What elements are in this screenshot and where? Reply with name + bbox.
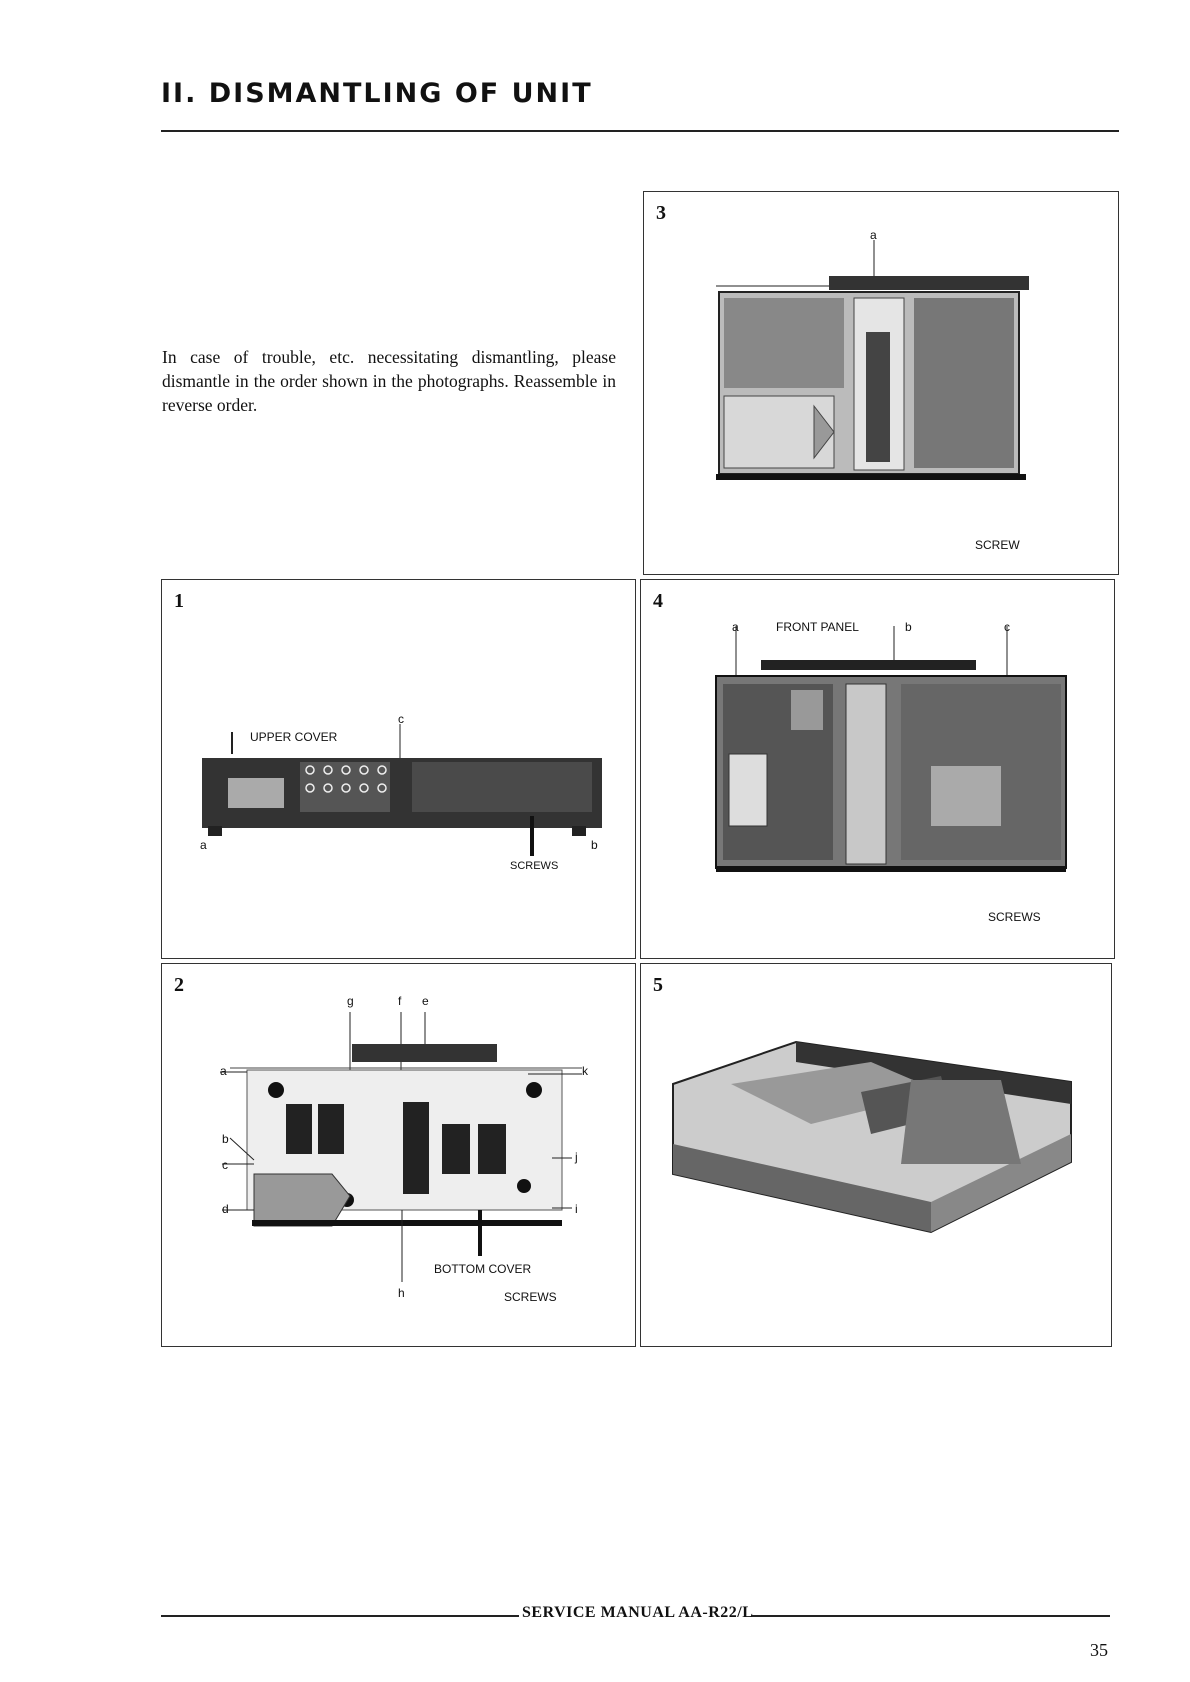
title-rule [161, 130, 1119, 132]
label-f: f [398, 994, 401, 1008]
panel-1: 1 UPPER COVER c a b SCREWS [161, 579, 636, 959]
label-front-panel: FRONT PANEL [776, 620, 859, 634]
label-screw: SCREW [975, 538, 1020, 552]
panel-2: 2 g f e a k b c j d i [161, 963, 636, 1347]
label-b: b [222, 1132, 229, 1146]
section-title: II. DISMANTLING OF UNIT [161, 78, 593, 109]
panel-3: 3 a SCREW [643, 191, 1119, 575]
footer-rule-left [161, 1615, 519, 1617]
label-i: i [575, 1202, 578, 1216]
page-number: 35 [1090, 1640, 1108, 1661]
label-a: a [200, 838, 207, 852]
label-h: h [398, 1286, 405, 1300]
footer-rule-right [752, 1615, 1110, 1617]
label-screws: SCREWS [988, 910, 1041, 924]
label-e: e [422, 994, 429, 1008]
label-a: a [732, 620, 739, 634]
chassis-perspective-photo [641, 964, 1113, 1348]
label-k: k [582, 1064, 588, 1078]
label-c: c [222, 1158, 228, 1172]
panel-4: 4 a FRONT PANEL b c SCREWS [640, 579, 1115, 959]
chassis-top-photo [644, 192, 1120, 576]
label-g: g [347, 994, 354, 1008]
label-a: a [870, 228, 877, 242]
label-j: j [575, 1150, 578, 1164]
label-screws: SCREWS [504, 1290, 557, 1304]
label-d: d [222, 1202, 229, 1216]
intro-text: In case of trouble, etc. necessitating d… [162, 345, 616, 417]
label-c: c [1004, 620, 1010, 634]
rear-panel-photo [162, 580, 637, 960]
label-upper-cover: UPPER COVER [250, 730, 337, 744]
label-bottom-cover: BOTTOM COVER [434, 1262, 531, 1276]
panel-5: 5 [640, 963, 1112, 1347]
chassis-inside-photo [641, 580, 1116, 960]
label-c: c [398, 712, 404, 726]
label-b: b [905, 620, 912, 634]
label-a: a [220, 1064, 227, 1078]
label-screws: SCREWS [510, 860, 558, 872]
label-b: b [591, 838, 598, 852]
footer-manual: SERVICE MANUAL AA-R22/L [522, 1604, 753, 1622]
